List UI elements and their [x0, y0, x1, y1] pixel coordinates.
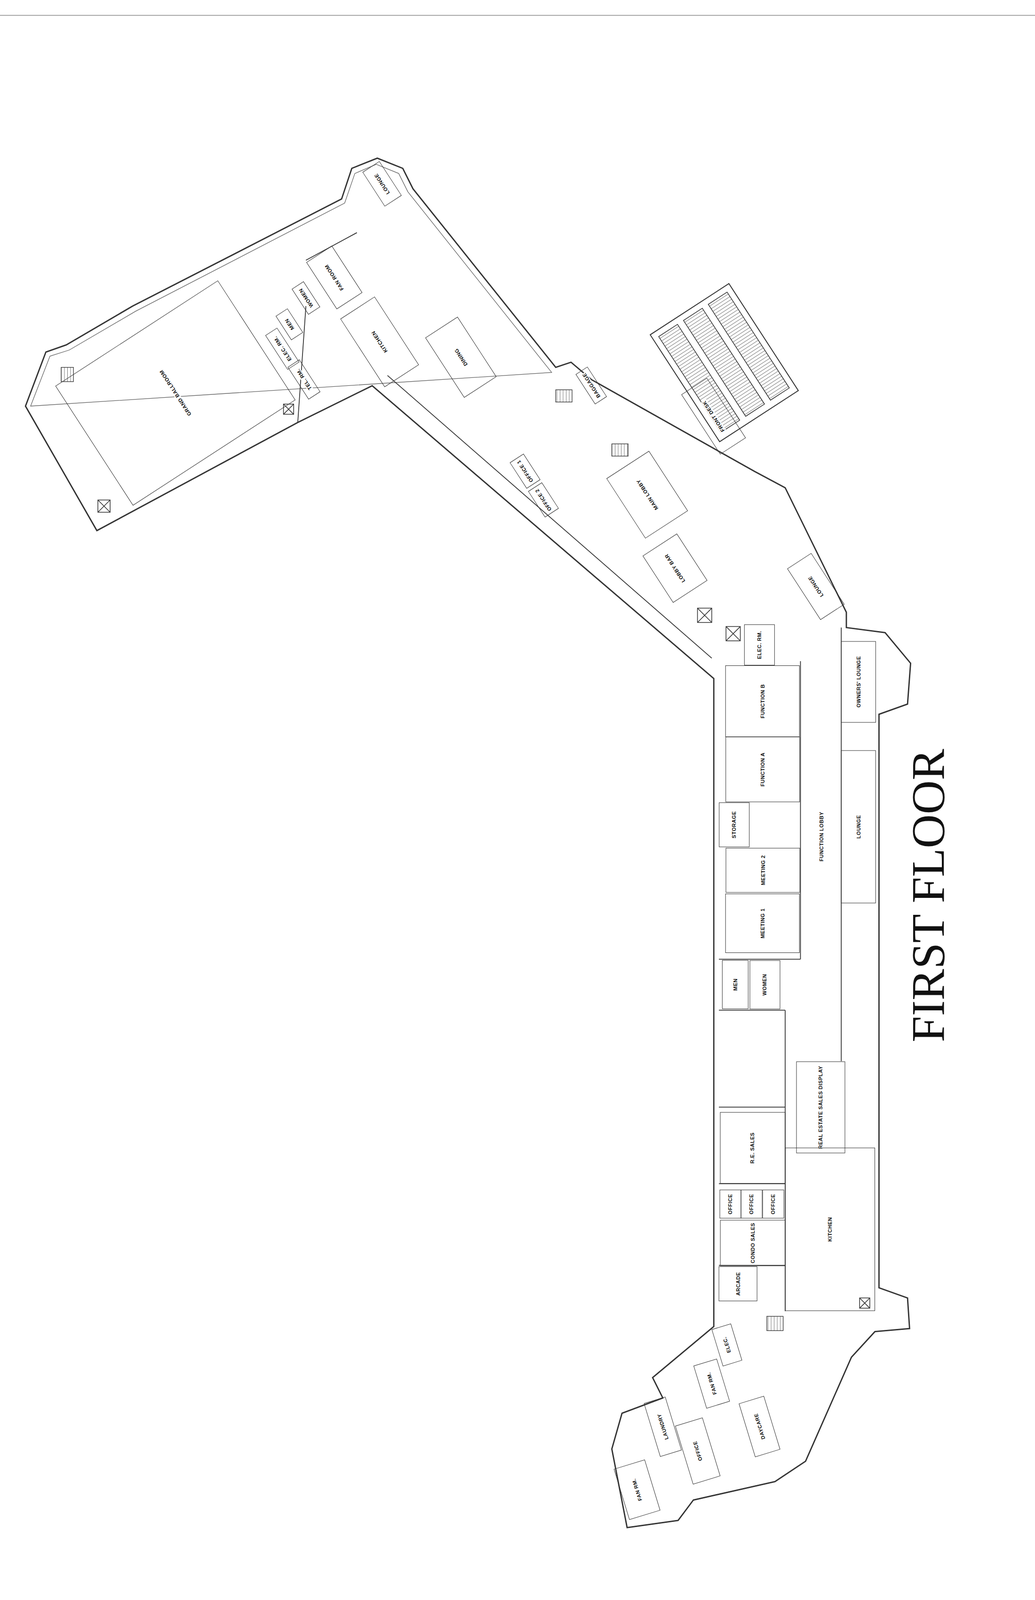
room-label: KITCHEN: [369, 329, 389, 355]
room-label: FAN ROOM: [323, 262, 346, 293]
plan-title: FIRST FLOOR: [901, 748, 954, 1042]
room-label: STORAGE: [731, 810, 738, 839]
room-label: REAL ESTATE SALES DISPLAY: [817, 1064, 824, 1149]
building-inner-wall: [30, 164, 552, 407]
room-label: LOUNGE: [806, 574, 826, 599]
room-box: LOUNGE: [787, 553, 845, 621]
room-box: MEETING 1: [725, 893, 800, 954]
room-box: ELEC.: [711, 1322, 743, 1366]
room-box: TEL. RM.: [287, 359, 321, 400]
room-label: KITCHEN: [827, 1216, 834, 1242]
room-box: FAN ROOM: [306, 245, 363, 310]
room-box: OFFICE: [740, 1189, 763, 1219]
room-label: OFFICE 2: [533, 487, 554, 513]
room-label: OFFICE: [770, 1193, 777, 1215]
room-label: FUNCTION LOBBY: [819, 811, 826, 862]
elevator-symbols: [97, 404, 870, 1308]
room-box: LAUNDRY: [644, 1395, 682, 1457]
room-box: OFFICE: [675, 1417, 721, 1484]
room-label: WOMEN: [297, 286, 315, 310]
room-label: GRAND BALLROOM: [158, 368, 193, 418]
room-label: DINING: [453, 346, 470, 367]
room-label: MEETING 1: [759, 907, 766, 939]
room-box: KITCHEN: [785, 1147, 876, 1311]
room-label: BAGGAGE: [581, 371, 603, 400]
room-label: FAN RM.: [705, 1370, 718, 1396]
room-box: MEN: [275, 308, 304, 341]
room-label: OWNERS' LOUNGE: [855, 655, 862, 708]
room-box: FUNCTION LOBBY: [805, 764, 838, 908]
room-box: STORAGE: [718, 801, 750, 847]
room-label: OFFICE: [691, 1439, 704, 1462]
page-rule: [0, 15, 1035, 16]
room-label: MAIN LOBBY: [635, 477, 660, 512]
room-label: OFFICE: [727, 1193, 734, 1215]
room-box: BAGGAGE: [575, 366, 608, 405]
room-box: CONDO SALES: [719, 1219, 786, 1266]
room-label: DAYCARE: [752, 1411, 767, 1441]
entrance-canopy: [650, 283, 799, 442]
stair-symbols: [61, 367, 784, 1331]
room-box: FRONT DESK: [681, 377, 747, 455]
room-label: FUNCTION B: [759, 683, 766, 719]
room-box: DINING: [425, 316, 497, 398]
room-label: LOUNGE: [373, 171, 392, 196]
room-box: OFFICE 1: [509, 453, 541, 489]
room-box: OFFICE: [719, 1189, 741, 1219]
room-box: REAL ESTATE SALES DISPLAY: [796, 1060, 846, 1153]
room-box: OFFICE 2: [528, 482, 559, 518]
room-label: LAUNDRY: [655, 1411, 670, 1441]
room-box: MAIN LOBBY: [606, 450, 689, 539]
room-box: R.E. SALES: [719, 1112, 786, 1184]
room-label: CONDO SALES: [749, 1221, 756, 1264]
room-box: WOMEN: [749, 959, 781, 1009]
room-box: LOUNGE: [362, 160, 403, 207]
room-box: FAN RM.: [693, 1358, 731, 1409]
room-box: DAYCARE: [738, 1395, 781, 1457]
room-label: ELEC. RM.: [756, 629, 763, 660]
room-label: FUNCTION A: [759, 751, 766, 787]
room-box: MEETING 2: [725, 847, 800, 893]
room-label: LOUNGE: [855, 813, 862, 839]
room-label: LOBBY BAR: [663, 552, 687, 584]
room-box: OFFICE: [762, 1189, 784, 1219]
room-box: FUNCTION A: [725, 736, 800, 803]
room-label: ARCADE: [735, 1271, 742, 1296]
room-label: MEN: [732, 978, 739, 992]
room-box: MEN: [722, 959, 749, 1009]
room-box: GRAND BALLROOM: [55, 279, 296, 506]
room-box: KITCHEN: [340, 296, 419, 388]
room-box: FUNCTION B: [725, 665, 800, 737]
room-label: MEETING 2: [759, 854, 766, 886]
room-label: OFFICE: [748, 1193, 755, 1215]
room-box: LOUNGE: [841, 749, 876, 903]
room-box: FAN RM.: [613, 1459, 661, 1520]
room-box: ELEC. RM.: [265, 327, 300, 370]
building-outline: [25, 158, 911, 1528]
room-box: LOBBY BAR: [642, 533, 708, 603]
room-label: ELEC. RM.: [271, 334, 293, 363]
room-label: WOMEN: [761, 973, 768, 996]
room-label: MEN: [283, 317, 296, 332]
room-label: R.E. SALES: [749, 1131, 756, 1164]
corridor-walls: [297, 232, 842, 1311]
room-box: ARCADE: [718, 1265, 758, 1301]
room-label: FRONT DESK: [701, 398, 727, 434]
room-box: WOMEN: [291, 281, 321, 315]
room-label: FAN RM.: [630, 1477, 644, 1502]
room-box: ELEC. RM.: [744, 624, 775, 666]
room-box: OWNERS' LOUNGE: [841, 640, 876, 723]
room-label: OFFICE 1: [515, 458, 535, 484]
room-label: TEL. RM.: [294, 367, 314, 392]
room-label: ELEC.: [721, 1335, 733, 1354]
